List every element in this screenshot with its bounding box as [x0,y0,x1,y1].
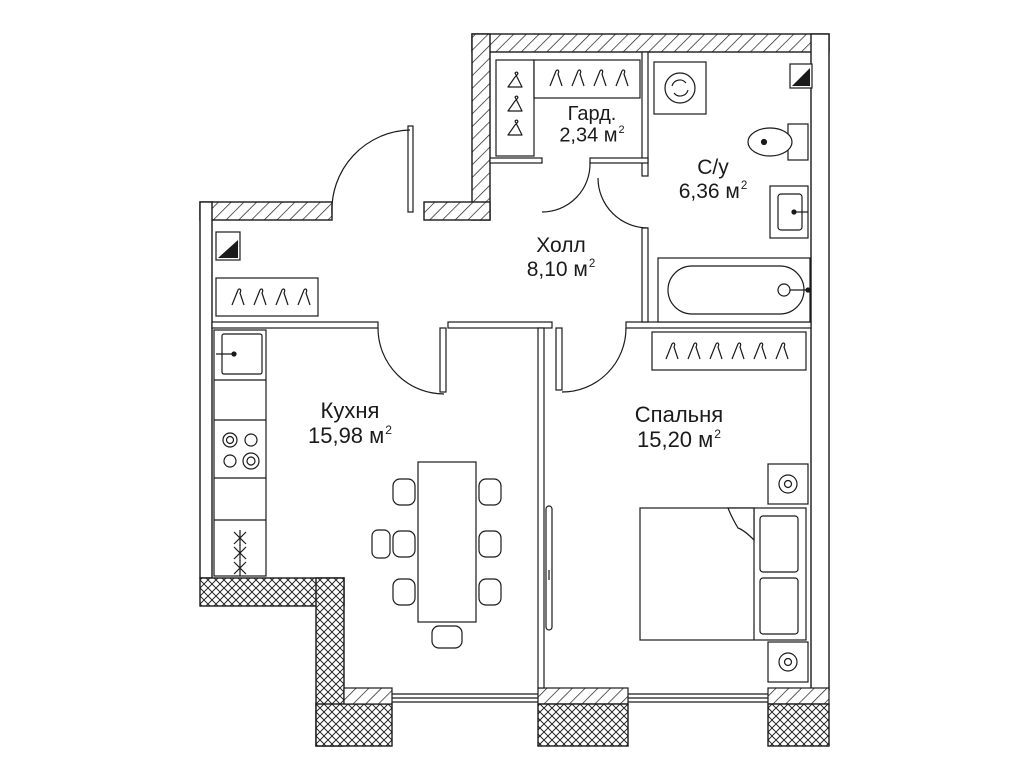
hall-wardrobe [215,277,319,317]
room-name: Холл [536,234,586,257]
toilet-icon [747,123,809,161]
room-label-wardrobe: Гард. 2,34 м2 [538,104,646,146]
room-label-kitchen: Кухня 15,98 м2 [288,398,412,449]
chair-icon [392,478,416,506]
dining-table [417,461,477,623]
chair-icon [478,530,502,558]
ventilation-shaft-icon [215,63,813,261]
room-area: 8,10 м2 [526,258,596,282]
room-label-bedroom: Спальня 15,20 м2 [614,402,744,453]
nightstand-lamp-icon [767,463,809,505]
room-area: 2,34 м2 [559,124,625,147]
chair-icon [478,478,502,506]
bathtub-icon [657,257,811,323]
room-area: 15,98 м2 [307,423,393,449]
stove-icon [222,432,260,470]
room-area: 6,36 м2 [678,180,748,204]
room-name: Спальня [634,402,724,427]
chair-icon [392,530,416,558]
interior-partitions [211,51,812,689]
sink-icon [216,333,263,375]
bedroom-wardrobe [651,331,807,371]
chair-icon [392,578,416,606]
chair-icon [478,578,502,606]
chair-icon [371,529,391,559]
nightstand-lamp-icon [767,641,809,683]
wardrobe-closets [495,59,641,157]
room-name: С/у [697,156,729,179]
room-label-hall: Холл 8,10 м2 [506,234,616,282]
tv-icon [545,505,553,631]
room-area: 15,20 м2 [636,427,722,453]
doors [331,125,649,395]
bed-icon [639,507,807,641]
washing-machine-icon [653,61,707,115]
exterior-walls [199,33,830,747]
dining-set [371,461,502,649]
chair-icon [431,625,463,649]
room-name: Гард. [567,103,617,125]
room-label-bathroom: С/у 6,36 м2 [658,156,768,204]
sink-icon [769,185,809,239]
room-name: Кухня [320,398,380,423]
stove-icon [233,530,247,576]
